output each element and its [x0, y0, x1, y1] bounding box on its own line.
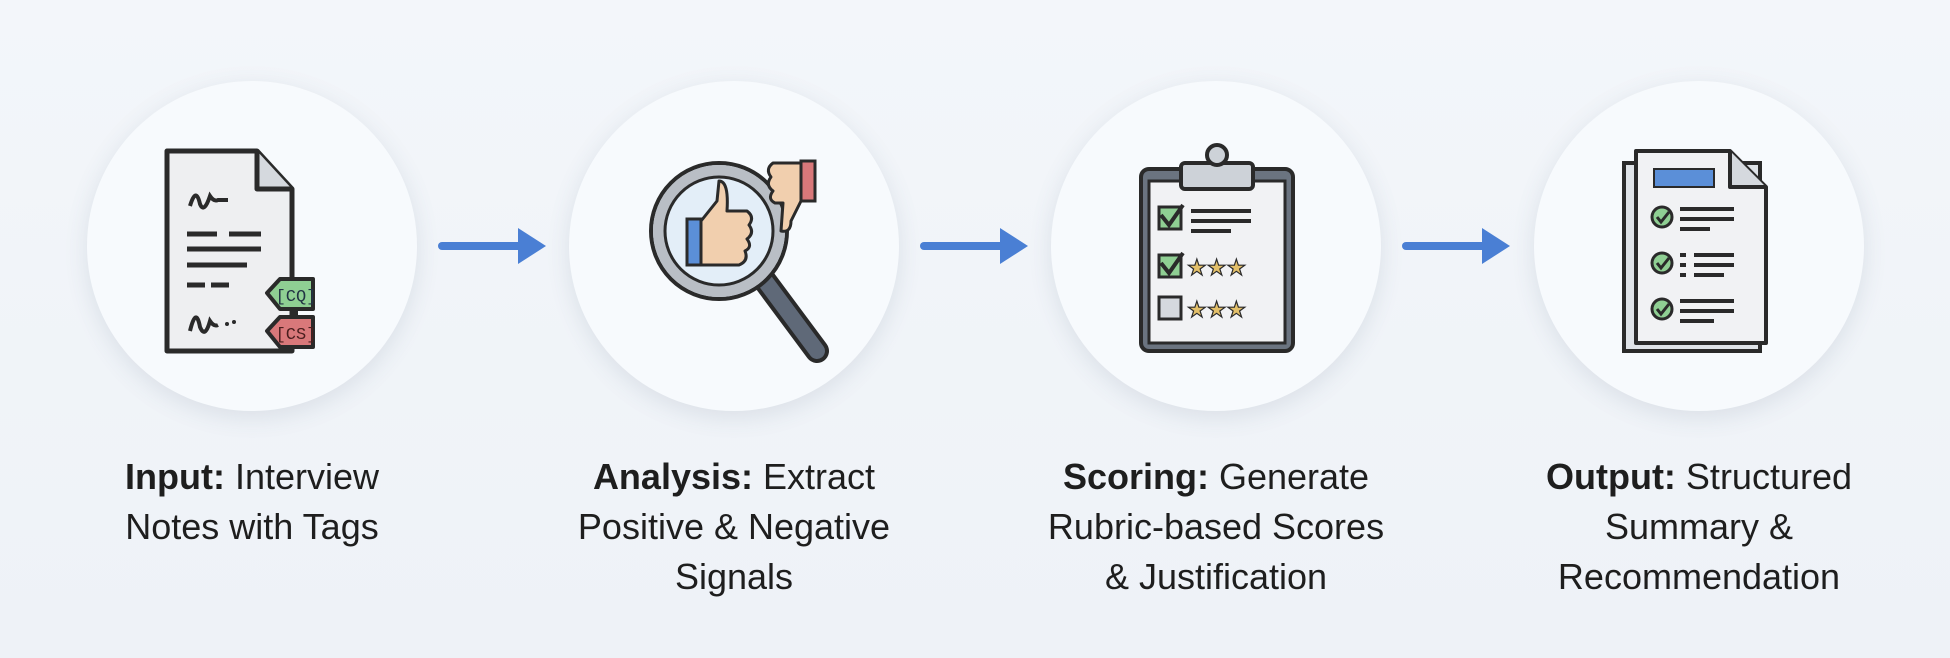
arrow-right-icon: [920, 228, 1028, 264]
step-title: Output:: [1545, 456, 1676, 497]
report-checklist-icon: [1622, 149, 1768, 353]
step-desc: Signals: [674, 556, 794, 597]
arrow-right-icon: [1402, 228, 1510, 264]
step-scoring-circle: ★★★ ★★★: [1051, 81, 1381, 411]
step-desc: & Justification: [1104, 556, 1328, 597]
step-input-caption: Input: Interview Notes with Tags: [42, 452, 462, 552]
clipboard-rubric-icon: ★★★ ★★★: [1139, 143, 1295, 353]
document-tags-icon: [CQ] [CS]: [164, 148, 317, 354]
step-desc: Interview: [224, 456, 379, 497]
tag-cq: [CQ]: [276, 288, 317, 307]
step-analysis-caption: Analysis: Extract Positive & Negative Si…: [524, 452, 944, 602]
step-desc: Extract: [753, 456, 876, 497]
step-desc: Notes with Tags: [125, 506, 379, 547]
arrow-right-icon: [438, 228, 546, 264]
magnifier-thumbs-icon: [649, 159, 829, 363]
step-title: Analysis:: [592, 456, 754, 497]
step-title: Input:: [124, 456, 225, 497]
star-rating-icon: ★★★: [1187, 256, 1246, 281]
step-desc: Positive & Negative: [577, 506, 891, 547]
step-analysis-circle: [569, 81, 899, 411]
step-output-caption: Output: Structured Summary & Recommendat…: [1489, 452, 1909, 602]
step-desc: Rubric-based Scores: [1047, 506, 1385, 547]
step-scoring-caption: Scoring: Generate Rubric-based Scores & …: [1006, 452, 1426, 602]
step-desc: Structured: [1675, 456, 1853, 497]
step-output-circle: [1534, 81, 1864, 411]
step-desc: Generate: [1208, 456, 1370, 497]
step-input-circle: [CQ] [CS]: [87, 81, 417, 411]
step-desc: Recommendation: [1557, 556, 1841, 597]
step-title: Scoring:: [1062, 456, 1209, 497]
step-desc: Summary &: [1604, 506, 1794, 547]
star-rating-icon: ★★★: [1187, 298, 1246, 323]
tag-cs: [CS]: [276, 326, 317, 345]
